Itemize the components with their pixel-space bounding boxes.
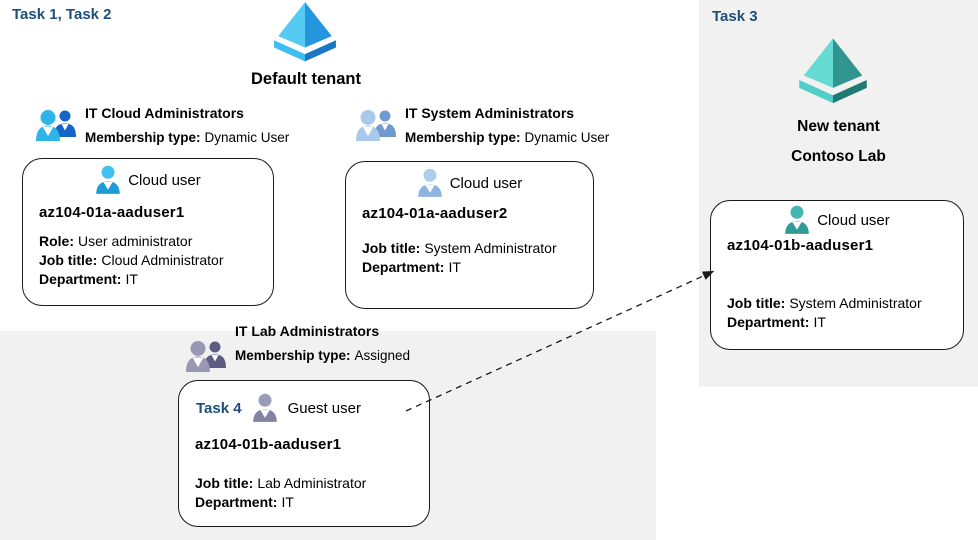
- user-card-header: Cloud user: [711, 205, 963, 235]
- group-it-cloud-administrators: IT Cloud Administrators Membership type:…: [36, 104, 289, 145]
- group-people-icon: [186, 341, 226, 372]
- field-label: Job title:: [39, 252, 98, 268]
- user-card-header: Cloud user: [23, 165, 273, 195]
- field-row: Job title:Lab Administrator: [195, 474, 366, 493]
- guest-user-card-aaduser1b: Task 4 Guest user az104-01b-aaduser1 Job…: [178, 380, 430, 527]
- user-fields: Job title:System Administrator Departmen…: [727, 294, 922, 332]
- field-label: Department:: [362, 259, 445, 275]
- membership-label: Membership type:: [405, 130, 521, 145]
- group-title: IT System Administrators: [405, 105, 575, 121]
- user-type-label: Guest user: [287, 399, 361, 417]
- membership-value: Dynamic User: [524, 130, 610, 145]
- user-card-header: Task 4 Guest user: [179, 393, 429, 423]
- task-3-label: Task 3: [712, 8, 758, 25]
- field-label: Department:: [727, 314, 810, 330]
- field-value: IT: [448, 259, 461, 275]
- field-label: Job title:: [727, 295, 786, 311]
- user-type-label: Cloud user: [128, 171, 201, 189]
- default-tenant-title: Default tenant: [250, 70, 361, 88]
- user-card-aaduser1: Cloud user az104-01a-aaduser1 Role:User …: [22, 158, 274, 306]
- field-label: Job title:: [362, 240, 421, 256]
- membership-value: Dynamic User: [204, 130, 290, 145]
- field-label: Department:: [39, 271, 122, 287]
- task-4-label: Task 4: [196, 399, 242, 417]
- group-membership: Membership type:Assigned: [235, 348, 410, 363]
- cloud-user-icon: [785, 205, 809, 234]
- field-row: Department:IT: [195, 493, 366, 512]
- field-value: IT: [813, 314, 826, 330]
- user-card-header: Cloud user: [346, 168, 593, 198]
- task-1-2-label: Task 1, Task 2: [12, 6, 112, 23]
- new-tenant-title-line2: Contoso Lab: [791, 148, 886, 165]
- user-fields: Job title:Lab Administrator Department:I…: [195, 474, 366, 512]
- default-tenant-icon: [274, 2, 336, 62]
- group-it-lab-administrators: IT Lab Administrators Membership type:As…: [186, 322, 410, 375]
- group-people-icon: [356, 110, 396, 141]
- user-fields: Role:User administrator Job title:Cloud …: [39, 232, 224, 289]
- field-value: IT: [281, 494, 294, 510]
- user-name: az104-01a-aaduser2: [362, 205, 508, 222]
- group-it-system-administrators: IT System Administrators Membership type…: [356, 104, 609, 145]
- field-label: Department:: [195, 494, 278, 510]
- membership-value: Assigned: [354, 348, 411, 363]
- user-card-aaduser1b-newtenant: Cloud user az104-01b-aaduser1 Job title:…: [710, 200, 964, 350]
- user-fields: Job title:System Administrator Departmen…: [362, 239, 557, 277]
- field-row: Job title:System Administrator: [362, 239, 557, 258]
- field-value: System Administrator: [424, 240, 557, 256]
- guest-user-icon: [252, 393, 277, 422]
- user-type-label: Cloud user: [817, 211, 890, 229]
- user-name: az104-01b-aaduser1: [195, 436, 342, 453]
- group-title: IT Cloud Administrators: [85, 105, 244, 121]
- membership-label: Membership type:: [85, 130, 201, 145]
- field-label: Job title:: [195, 475, 254, 491]
- group-membership: Membership type:Dynamic User: [85, 130, 289, 145]
- user-card-aaduser2: Cloud user az104-01a-aaduser2 Job title:…: [345, 161, 594, 309]
- group-people-icon: [36, 110, 76, 141]
- field-label: Role:: [39, 233, 74, 249]
- field-value: User administrator: [78, 233, 193, 249]
- group-text: IT Cloud Administrators Membership type:…: [85, 104, 289, 145]
- field-value: IT: [125, 271, 138, 287]
- field-row: Job title:Cloud Administrator: [39, 251, 224, 270]
- cloud-user-icon: [96, 165, 120, 194]
- user-name: az104-01b-aaduser1: [727, 237, 874, 254]
- user-name: az104-01a-aaduser1: [39, 204, 185, 221]
- user-type-label: Cloud user: [449, 174, 523, 192]
- group-text: IT Lab Administrators Membership type:As…: [235, 322, 410, 375]
- group-text: IT System Administrators Membership type…: [405, 104, 609, 145]
- cloud-user-icon: [417, 168, 442, 197]
- membership-label: Membership type:: [235, 348, 351, 363]
- field-row: Department:IT: [727, 313, 922, 332]
- field-row: Role:User administrator: [39, 232, 224, 251]
- field-value: Cloud Administrator: [101, 252, 224, 268]
- field-value: System Administrator: [789, 295, 922, 311]
- field-row: Department:IT: [39, 270, 224, 289]
- field-value: Lab Administrator: [257, 475, 367, 491]
- group-membership: Membership type:Dynamic User: [405, 130, 609, 145]
- field-row: Job title:System Administrator: [727, 294, 922, 313]
- group-title: IT Lab Administrators: [235, 323, 380, 339]
- new-tenant-title-line1: New tenant: [797, 118, 880, 135]
- field-row: Department:IT: [362, 258, 557, 277]
